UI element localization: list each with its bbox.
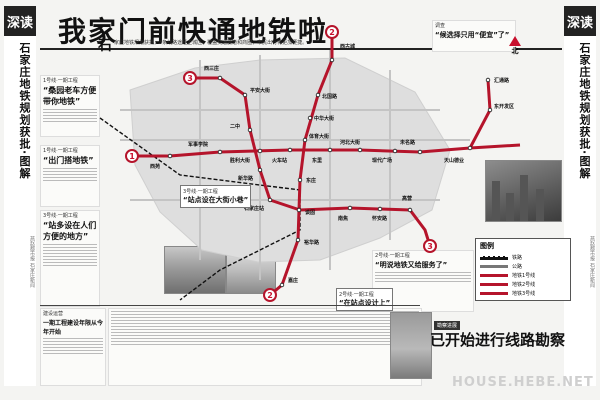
svg-text:新华路: 新华路 <box>238 175 254 182</box>
svg-text:高营: 高营 <box>402 195 412 202</box>
svg-text:南焦: 南焦 <box>338 215 348 222</box>
side-fine-print-right: 燕赵都市报 石家庄新闻 <box>589 236 595 288</box>
svg-text:裕华路: 裕华路 <box>303 239 320 246</box>
headline: 我家门前快通地铁啦 <box>58 15 329 48</box>
legend-row: 地铁1号线 <box>480 271 566 280</box>
north-arrow-icon <box>509 36 521 46</box>
legend-row: 公路 <box>480 262 566 271</box>
svg-text:现代广场: 现代广场 <box>372 157 392 164</box>
intro-text: 家庄地铁规划获批，3条线路途经主城区，覆盖交通要道和商圈，市民出行将更加便捷。 <box>114 40 308 46</box>
intro-dropcap: 石 <box>98 38 112 54</box>
legend-swatch <box>480 283 508 286</box>
svg-text:胜利大街: 胜利大街 <box>229 157 250 164</box>
legend-swatch <box>480 292 508 295</box>
legend-row: 铁路 <box>480 253 566 262</box>
svg-text:西苑: 西苑 <box>150 163 160 170</box>
photo-survey-site <box>390 312 432 379</box>
svg-text:石家庄站: 石家庄站 <box>243 205 264 212</box>
bottom-headline: 已开始进行线路勘察 <box>430 331 566 349</box>
svg-text:西古城: 西古城 <box>340 43 355 50</box>
line-badge-2: 2 <box>325 25 339 39</box>
legend-swatch <box>480 274 508 277</box>
svg-text:嘉庄: 嘉庄 <box>287 277 298 284</box>
svg-text:东庄: 东庄 <box>306 177 316 184</box>
line-badge-1: 1 <box>125 149 139 163</box>
line-badge-3-south: 3 <box>423 239 437 253</box>
svg-text:2: 2 <box>329 28 335 37</box>
svg-text:河北大街: 河北大街 <box>339 139 360 146</box>
body-text-columns <box>108 308 422 386</box>
svg-text:未名路: 未名路 <box>399 139 416 146</box>
legend-row: 地铁3号线 <box>480 289 566 298</box>
line-badge-3: 3 <box>183 71 197 85</box>
side-section-title: 石家庄地铁规划获批·图解 <box>18 42 31 180</box>
svg-text:怀安路: 怀安路 <box>372 215 388 222</box>
svg-text:火车站: 火车站 <box>272 157 287 164</box>
map-callout: 3号线·一期工程 “站点设在大街小巷” <box>180 185 252 208</box>
svg-text:汇通路: 汇通路 <box>494 77 510 84</box>
subway-line-2 <box>269 32 334 297</box>
svg-text:3: 3 <box>187 74 193 83</box>
svg-text:西三庄: 西三庄 <box>204 65 219 72</box>
svg-text:2: 2 <box>267 291 273 300</box>
svg-text:天山德业: 天山德业 <box>444 157 464 164</box>
legend-swatch <box>480 255 508 260</box>
article-block: 建设运营 一期工程建设年限从今年开始 <box>40 308 106 386</box>
intro-paragraph: 石 家庄地铁规划获批，3条线路途经主城区，覆盖交通要道和商圈，市民出行将更加便捷… <box>98 38 318 54</box>
left-side-band: 深读 石家庄地铁规划获批·图解 燕赵都市报 石家庄新闻 <box>4 6 36 386</box>
side-section-title-right: 石家庄地铁规划获批·图解 <box>578 42 591 180</box>
right-side-band: 深读 石家庄地铁规划获批·图解 燕赵都市报 石家庄新闻 <box>564 6 596 386</box>
subway-line-1-east <box>468 79 492 149</box>
map-callout: 2号线·一期工程 “在站点设计上” <box>336 288 394 311</box>
line-badge-2-south: 2 <box>263 288 277 302</box>
svg-text:谈固: 谈固 <box>305 209 315 216</box>
legend-swatch <box>480 265 508 268</box>
svg-text:北国路: 北国路 <box>322 93 338 100</box>
subway-line-1 <box>132 143 521 158</box>
photo-station-rendering <box>164 246 226 294</box>
side-section-tag: 深读 <box>4 6 36 36</box>
north-compass: 北 <box>507 36 523 56</box>
article-block: 1号线·一期工程 “桑园老车方便带你地铁” <box>40 75 100 137</box>
svg-text:3: 3 <box>427 242 433 251</box>
side-section-tag-right: 深读 <box>564 6 596 36</box>
railway-line <box>99 117 301 301</box>
svg-text:二中: 二中 <box>230 123 240 130</box>
legend-row: 地铁2号线 <box>480 280 566 289</box>
svg-text:东里: 东里 <box>312 157 322 164</box>
svg-text:体育大街: 体育大街 <box>309 133 329 140</box>
station-markers <box>167 57 493 288</box>
watermark: HOUSE.HEBE.NET <box>452 375 594 390</box>
photo-skyline <box>485 160 562 222</box>
section-divider <box>40 305 420 306</box>
svg-text:东开发区: 东开发区 <box>494 103 514 110</box>
bottom-section-tag: 勘察进展 <box>434 321 461 330</box>
legend-title: 图例 <box>480 242 494 250</box>
svg-text:平安大街: 平安大街 <box>250 87 270 94</box>
svg-text:军事学院: 军事学院 <box>188 141 208 148</box>
article-block: 3号线·一期工程 “站多设在人们方便的地方” <box>40 210 100 307</box>
article-block: 1号线·一期工程 “出门搭地铁” <box>40 145 100 207</box>
article-block: 调查 “候选择只用“便宜”了” <box>432 20 516 52</box>
city-district-area <box>129 57 451 263</box>
side-fine-print: 燕赵都市报 石家庄新闻 <box>29 236 35 288</box>
svg-text:中华大街: 中华大街 <box>314 115 334 122</box>
headline-rule <box>40 48 562 50</box>
svg-text:1: 1 <box>129 152 135 161</box>
map-legend: 图例 铁路 公路 地铁1号线 地铁2号线 地铁3号线 <box>475 238 571 301</box>
station-labels: 西苑 军事学院 胜利大街 火车站 东里 河北大街 现代广场 未名路 天山德业 西… <box>150 43 514 284</box>
